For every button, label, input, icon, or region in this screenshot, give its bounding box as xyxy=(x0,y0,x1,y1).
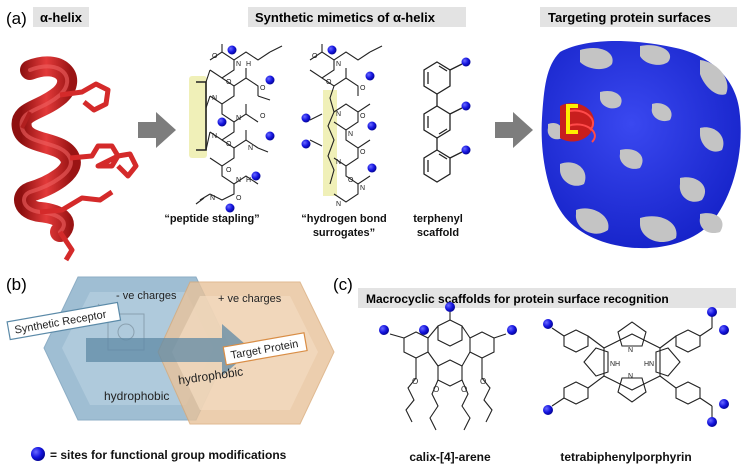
svg-text:N: N xyxy=(236,177,241,184)
caption-terphenyl-line2: scaffold xyxy=(417,227,459,239)
hbs-structure xyxy=(309,44,383,203)
alpha-helix-ribbon xyxy=(11,56,139,262)
svg-text:N: N xyxy=(336,61,341,68)
svg-text:N: N xyxy=(360,185,365,192)
svg-text:N: N xyxy=(628,373,633,380)
porphyrin-structure xyxy=(551,316,713,418)
panel-b-letter: (b) xyxy=(6,275,27,294)
caption-hbs-line1: “hydrogen bond xyxy=(301,213,387,225)
svg-text:N: N xyxy=(628,347,633,354)
svg-text:O: O xyxy=(348,177,354,184)
svg-text:O: O xyxy=(226,167,232,174)
flow-arrow-2 xyxy=(495,112,533,148)
targeting-header: Targeting protein surfaces xyxy=(548,10,711,25)
caption-hbs-line2: surrogates” xyxy=(313,227,375,239)
svg-text:O: O xyxy=(260,113,266,120)
svg-text:N: N xyxy=(248,145,253,152)
svg-text:O: O xyxy=(360,85,366,92)
peptide-stapling-structure xyxy=(189,44,283,205)
svg-text:O: O xyxy=(312,53,318,60)
svg-text:O: O xyxy=(360,149,366,156)
svg-text:N: N xyxy=(336,201,341,208)
calixarene-atoms: O O O O xyxy=(412,377,486,394)
caption-terphenyl-line1: terphenyl xyxy=(413,213,463,225)
svg-text:O: O xyxy=(260,85,266,92)
terphenyl-sites xyxy=(461,57,471,155)
binding-arrow xyxy=(86,324,252,376)
svg-text:N: N xyxy=(212,133,217,140)
svg-text:O: O xyxy=(433,385,439,394)
macrocycle-header: Macrocyclic scaffolds for protein surfac… xyxy=(366,292,669,306)
hbs-sites xyxy=(301,45,377,173)
svg-text:N: N xyxy=(336,111,341,118)
panel-a-letter: (a) xyxy=(6,9,27,28)
targeting-header-box xyxy=(540,7,737,27)
svg-text:O: O xyxy=(326,79,332,86)
svg-text:H: H xyxy=(246,177,251,184)
calixarene-structure xyxy=(389,312,507,431)
helix-header-box xyxy=(33,7,89,27)
svg-text:N: N xyxy=(236,61,241,68)
svg-text:O: O xyxy=(226,79,232,86)
svg-text:O: O xyxy=(360,113,366,120)
porphyrin-sites xyxy=(543,307,729,427)
panel-c-letter: (c) xyxy=(333,275,353,294)
svg-text:N: N xyxy=(210,195,215,202)
hbs-atoms: O N O O N O N O N O N N xyxy=(312,53,366,208)
peptide-stapling-atoms: O N H O O N N O N O N O N H N O xyxy=(210,53,266,202)
caption-stapling: “peptide stapling” xyxy=(164,213,259,225)
peptide-stapling-sites xyxy=(217,45,275,213)
svg-text:O: O xyxy=(461,385,467,394)
svg-text:H: H xyxy=(246,61,251,68)
svg-text:O: O xyxy=(480,377,486,386)
legend-text: = sites for functional group modificatio… xyxy=(50,448,287,462)
porphyrin-label: tetrabiphenylporphyrin xyxy=(560,450,691,464)
svg-text:O: O xyxy=(236,195,242,202)
calixarene-label: calix-[4]-arene xyxy=(409,450,491,464)
porphyrin-atoms: NH HN N N xyxy=(610,347,654,380)
svg-text:N: N xyxy=(348,131,353,138)
hydrophobic-left-label: hydrophobic xyxy=(104,389,169,403)
protein-surface xyxy=(541,41,741,249)
flow-arrow-1 xyxy=(138,112,176,148)
neg-charges-label: - ve charges xyxy=(116,290,177,302)
svg-text:O: O xyxy=(226,141,232,148)
svg-text:NH: NH xyxy=(610,361,620,368)
svg-text:N: N xyxy=(212,95,217,102)
svg-text:O: O xyxy=(212,53,218,60)
svg-text:N: N xyxy=(336,159,341,166)
mimetics-header: Synthetic mimetics of α-helix xyxy=(255,10,436,25)
mimetics-header-box xyxy=(248,7,466,27)
terphenyl-structure xyxy=(423,61,463,183)
calixarene-sites xyxy=(379,302,517,335)
svg-text:N: N xyxy=(236,115,241,122)
helix-header: α-helix xyxy=(40,10,83,25)
svg-text:O: O xyxy=(412,377,418,386)
svg-text:HN: HN xyxy=(644,361,654,368)
legend-site-icon xyxy=(31,447,45,461)
pos-charges-label: + ve charges xyxy=(218,293,282,305)
